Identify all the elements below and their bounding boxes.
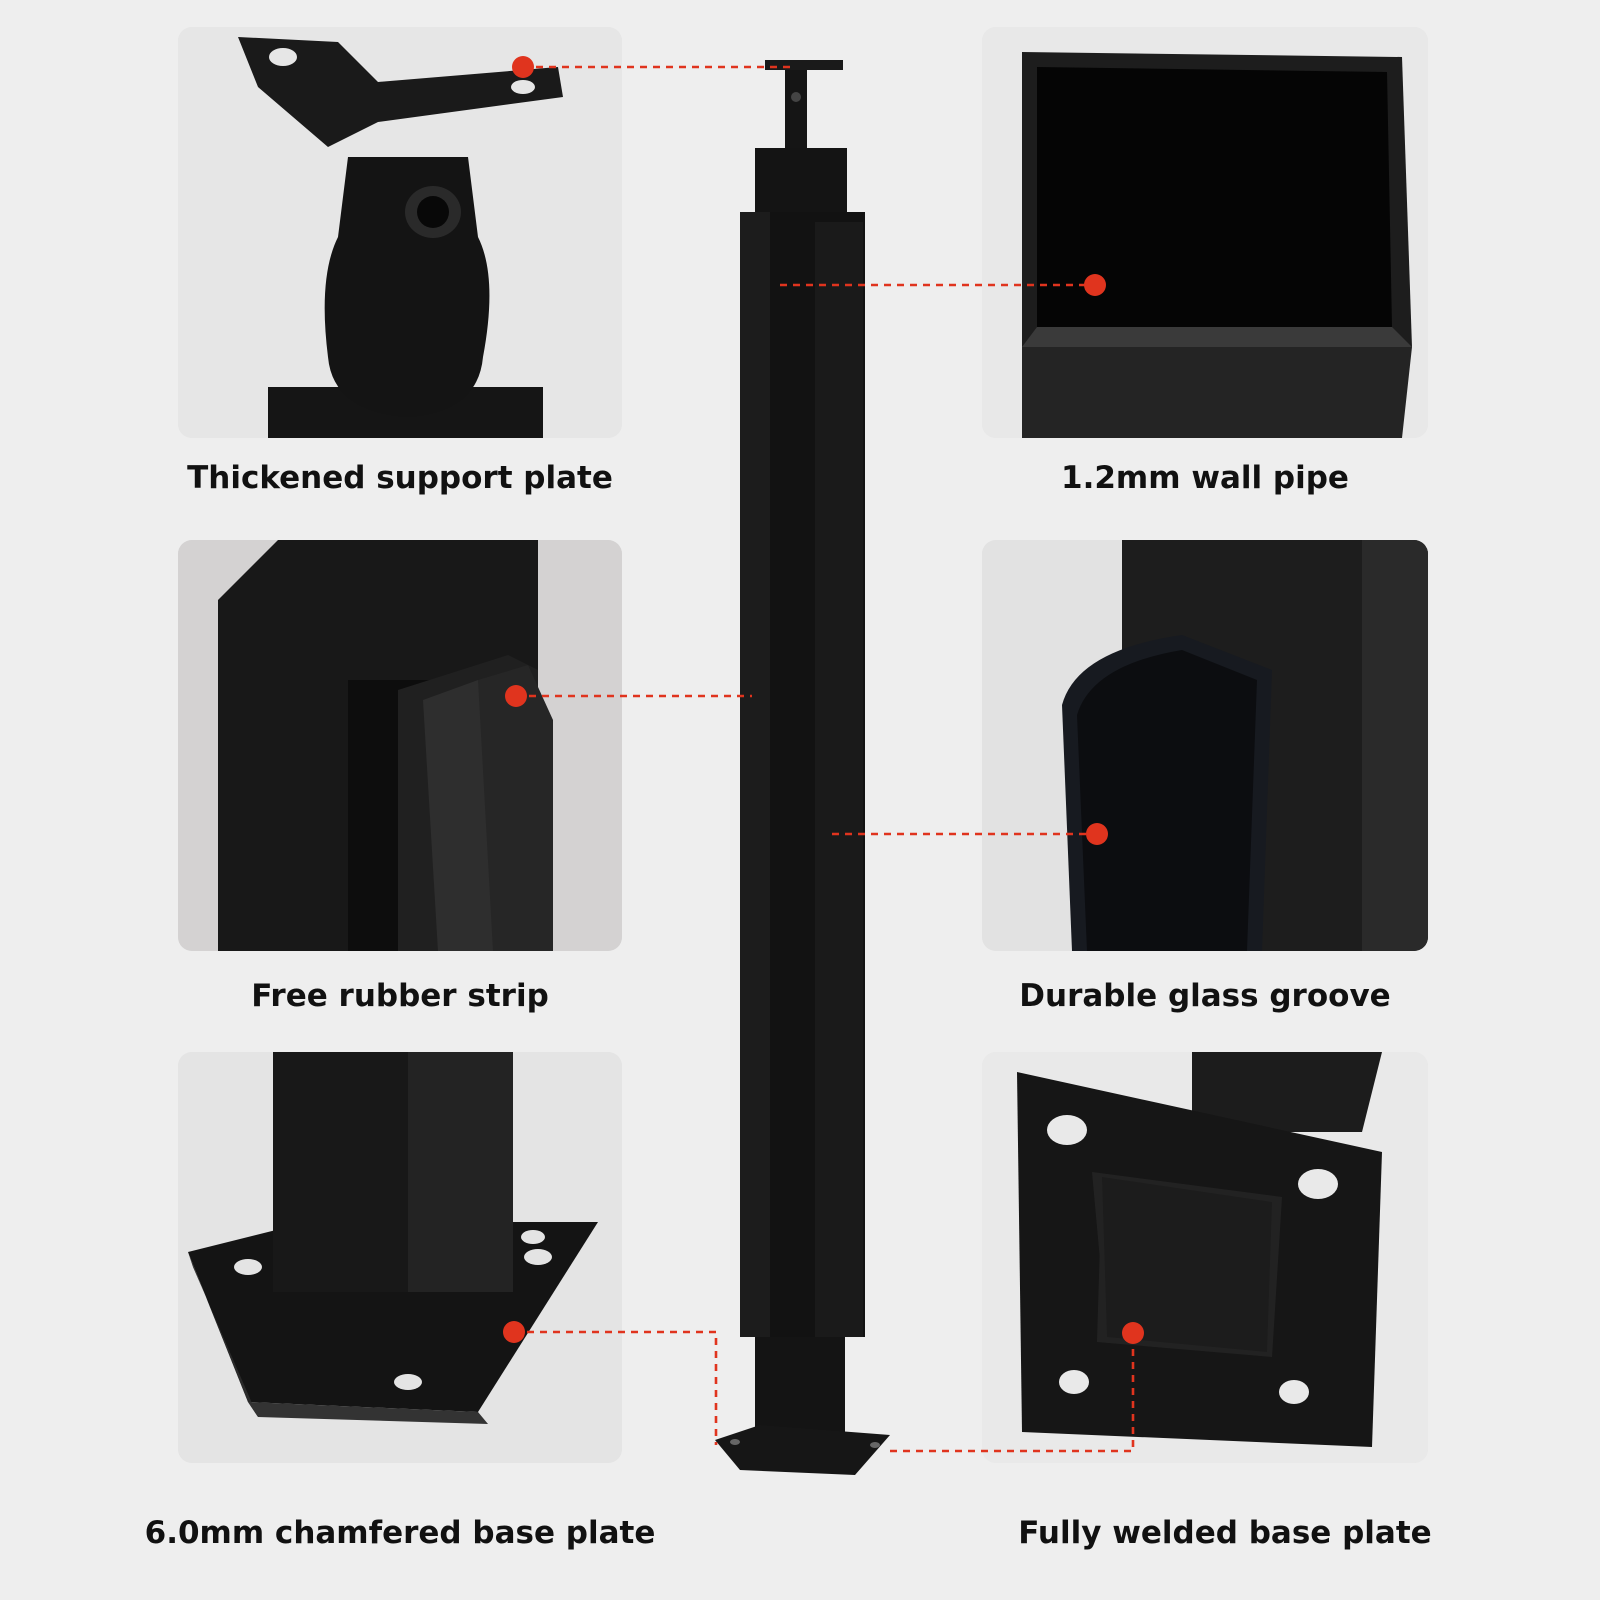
handrail-mount — [765, 60, 843, 150]
wall-pipe-photo — [982, 27, 1428, 438]
caption-chamfered-base-plate: 6.0mm chamfered base plate — [144, 1515, 656, 1551]
callout-dot-welded-base — [1122, 1322, 1144, 1344]
rubber-strip-photo — [178, 540, 622, 951]
chamfered-base-plate-photo — [178, 1052, 622, 1463]
caption-wall-pipe: 1.2mm wall pipe — [1061, 460, 1349, 496]
glass-groove-photo — [982, 540, 1428, 951]
support-plate-photo — [178, 27, 622, 438]
caption-support-plate: Thickened support plate — [187, 460, 613, 496]
callout-dot-wall-pipe — [1084, 274, 1106, 296]
caption-rubber-strip: Free rubber strip — [251, 978, 549, 1014]
callout-dot-support-plate — [512, 56, 534, 78]
callout-dot-chamfered-base — [503, 1321, 525, 1343]
callout-dot-rubber-strip — [505, 685, 527, 707]
callout-line-chamfered-base — [514, 1330, 718, 1445]
caption-glass-groove: Durable glass groove — [1019, 978, 1391, 1014]
caption-welded-base-plate: Fully welded base plate — [1018, 1515, 1432, 1551]
callout-dot-glass-groove — [1086, 823, 1108, 845]
welded-base-plate-photo — [982, 1052, 1428, 1463]
callout-line-welded-base — [890, 1333, 1135, 1453]
